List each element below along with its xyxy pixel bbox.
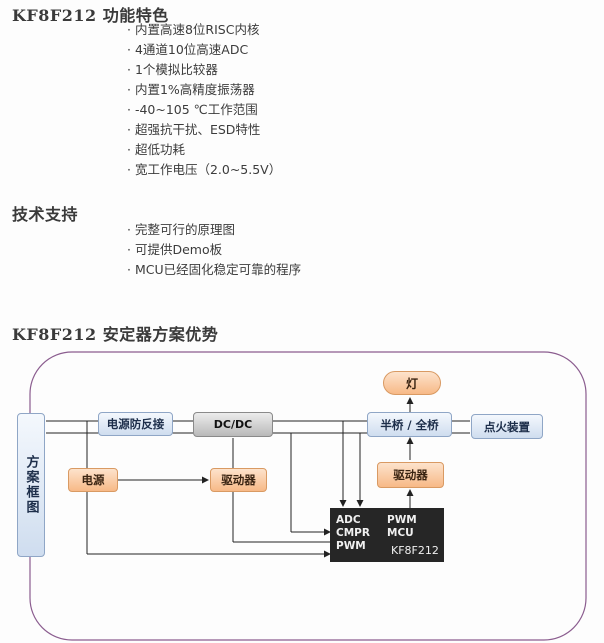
feature-item: 宽工作电压（2.0~5.5V）: [127, 160, 281, 180]
feature-item: -40~105 ℃工作范围: [127, 100, 281, 120]
support-item: 完整可行的原理图: [127, 220, 301, 240]
advantage-heading: KF8F212 安定器方案优势: [12, 325, 219, 344]
driver-right-box: 驱动器: [377, 462, 444, 488]
features-list: 内置高速8位RISC内核 4通道10位高速ADC 1个模拟比较器 内置1%高精度…: [127, 20, 281, 180]
block-diagram: 方案框图 电源防反接 DC/DC 半桥 / 全桥 点火装置 灯 电源 驱动器 驱…: [0, 350, 604, 643]
mcu-chip: ADC CMPR PWM PWM MCU KF8F212: [330, 508, 444, 562]
lamp-box: 灯: [383, 371, 441, 395]
power-box: 电源: [68, 468, 118, 492]
side-label: 方案框图: [17, 413, 45, 557]
driver-left-box: 驱动器: [210, 468, 267, 492]
dcdc-box: DC/DC: [193, 412, 273, 437]
feature-item: 内置1%高精度振荡器: [127, 80, 281, 100]
feature-item: 超强抗干扰、ESD特性: [127, 120, 281, 140]
diagram-wires: [29, 351, 587, 641]
side-label-text: 方案框图: [23, 455, 39, 515]
feature-item: 超低功耗: [127, 140, 281, 160]
support-list: 完整可行的原理图 可提供Demo板 MCU已经固化稳定可靠的程序: [127, 220, 301, 280]
feature-item: 内置高速8位RISC内核: [127, 20, 281, 40]
chip-pwm-right-label: PWM: [387, 514, 417, 526]
feature-item: 1个模拟比较器: [127, 60, 281, 80]
chip-adc-label: ADC: [336, 514, 361, 526]
support-item: MCU已经固化稳定可靠的程序: [127, 260, 301, 280]
chip-cmpr-label: CMPR: [336, 527, 370, 539]
diagram-outline: [29, 351, 587, 641]
chip-name-label: KF8F212: [391, 544, 439, 557]
ignition-box: 点火装置: [471, 414, 543, 439]
chip-mcu-label: MCU: [387, 527, 414, 539]
chip-pwm-left-label: PWM: [336, 540, 366, 552]
power-protect-box: 电源防反接: [98, 412, 173, 436]
bridge-box: 半桥 / 全桥: [367, 412, 452, 437]
support-item: 可提供Demo板: [127, 240, 301, 260]
feature-item: 4通道10位高速ADC: [127, 40, 281, 60]
support-heading: 技术支持: [12, 205, 79, 224]
